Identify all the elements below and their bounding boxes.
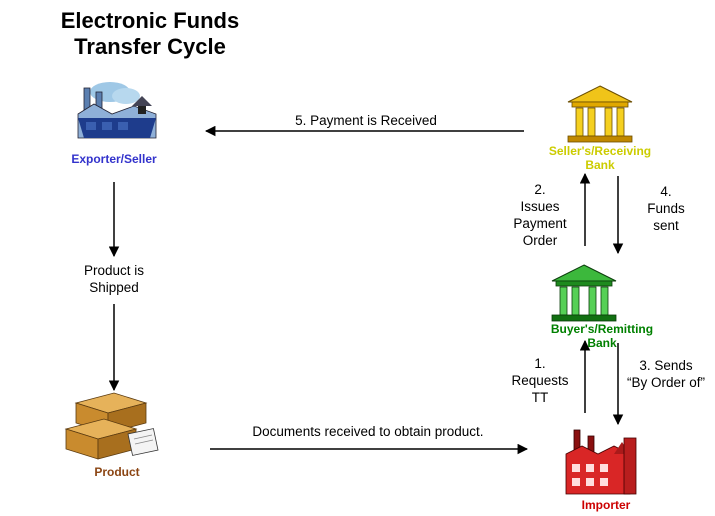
label-documents: Documents received to obtain product. — [252, 424, 484, 439]
diagram-title: Electronic Funds Transfer Cycle — [0, 8, 300, 60]
title-line-1: Electronic Funds — [60, 8, 240, 33]
sends-line-2: “By Order of” — [626, 375, 705, 390]
buyers-bank-line-2: Bank — [587, 336, 617, 350]
node-exporter-seller: Exporter/Seller — [71, 152, 157, 166]
issues-line-2: Issues — [520, 199, 560, 214]
buyers-bank-line-1: Buyer's/Remitting — [550, 322, 654, 336]
label-payment-received: 5. Payment is Received — [295, 113, 437, 128]
requests-line-3: TT — [531, 390, 549, 405]
node-sellers-bank: Seller's/Receiving Bank — [530, 144, 670, 172]
bank-icon-buyer — [551, 264, 617, 322]
sellers-bank-line-1: Seller's/Receiving — [548, 144, 652, 158]
issues-line-3: Payment — [513, 216, 567, 231]
label-funds-sent: 4. Funds sent — [631, 183, 701, 234]
importer-factory-icon — [565, 429, 637, 495]
funds-line-3: sent — [653, 218, 679, 233]
label-product-shipped: Product is Shipped — [64, 262, 164, 296]
issues-line-1: 2. — [534, 182, 546, 197]
sends-line-1: 3. Sends — [639, 358, 693, 373]
product-boxes-icon — [64, 392, 159, 460]
bank-icon-seller — [567, 85, 633, 143]
title-line-2: Transfer Cycle — [74, 34, 226, 59]
shipped-line-1: Product is — [83, 263, 145, 278]
node-importer: Importer — [581, 498, 631, 512]
issues-line-4: Order — [522, 233, 558, 248]
node-buyers-bank: Buyer's/Remitting Bank — [532, 322, 672, 350]
shipped-line-2: Shipped — [89, 280, 139, 295]
funds-line-1: 4. — [660, 184, 672, 199]
node-product: Product — [94, 465, 140, 479]
requests-line-2: Requests — [511, 373, 569, 388]
label-requests-tt: 1. Requests TT — [498, 355, 582, 406]
requests-line-1: 1. — [534, 356, 546, 371]
funds-line-2: Funds — [647, 201, 685, 216]
sellers-bank-line-2: Bank — [585, 158, 615, 172]
label-issues-payment-order: 2. Issues Payment Order — [500, 181, 580, 249]
factory-icon — [77, 82, 157, 139]
label-sends-by-order: 3. Sends “By Order of” — [620, 357, 712, 391]
